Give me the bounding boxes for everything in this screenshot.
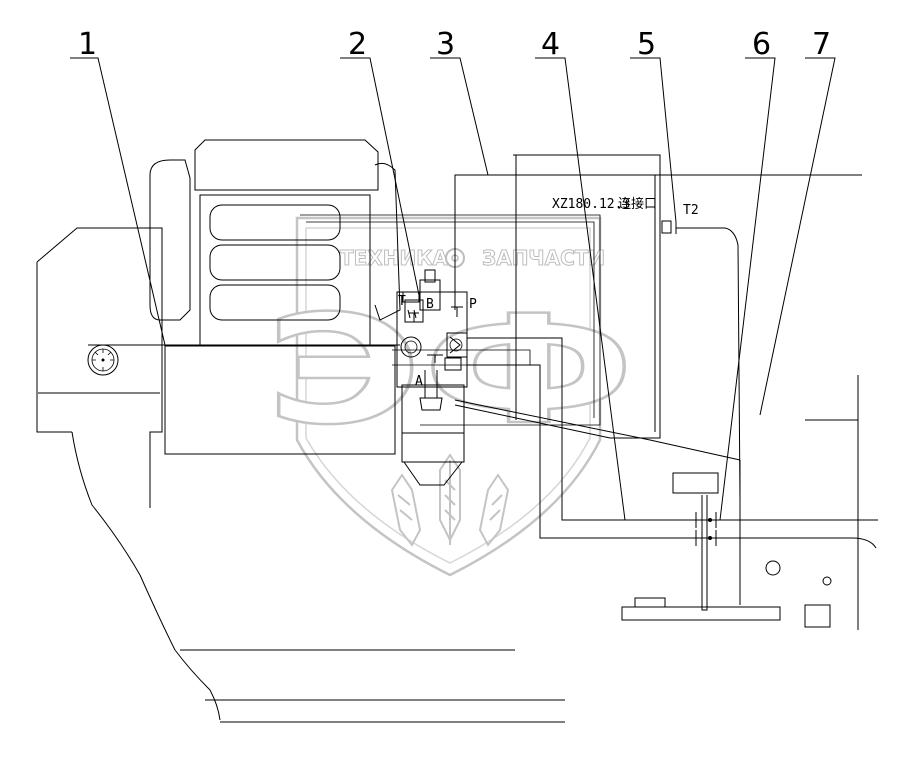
callout-6: 6	[752, 27, 771, 62]
valve-port-t: T	[398, 294, 406, 309]
valve-port-labels: T B P A	[398, 294, 477, 389]
pressure-gauge-icon	[87, 344, 119, 376]
callout-1: 1	[78, 27, 97, 62]
watermark-shield	[295, 216, 602, 577]
watermark-right-text: ЗАПЧАСТИ	[482, 246, 605, 270]
valve-port-a: A	[415, 374, 423, 389]
valve-port-b: B	[426, 297, 434, 312]
part-suffix-label: 连接口	[618, 196, 657, 212]
part-annotations: XZ180.12.3 连接口 T2	[552, 196, 699, 218]
directional-valve	[392, 269, 531, 486]
callout-2: 2	[348, 27, 367, 62]
part-code-label: XZ180.12.3	[552, 197, 630, 212]
watermark-letters: ЭФ	[265, 284, 635, 458]
port-t2-label: T2	[683, 203, 699, 218]
callout-7: 7	[812, 27, 831, 62]
watermark-left-text: ТЕХНИКА	[340, 246, 449, 270]
watermark-shield-inner	[305, 227, 591, 564]
watermark: ЭФ ТЕХНИКА ЗАПЧАСТИ	[264, 216, 636, 577]
callout-3: 3	[436, 27, 455, 62]
leader-lines	[70, 57, 836, 521]
callout-numbers: 1 2 3 4 5 6 7	[78, 27, 831, 62]
callout-4: 4	[541, 27, 560, 62]
callout-5: 5	[637, 27, 656, 62]
mount-bracket	[621, 222, 832, 628]
valve-port-p: P	[469, 297, 477, 312]
watermark-wheat-icon	[390, 453, 510, 547]
machine-frame-left	[36, 227, 565, 723]
